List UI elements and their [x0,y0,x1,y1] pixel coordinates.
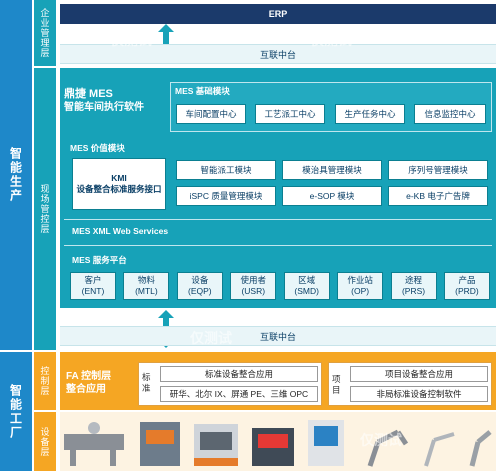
service-prd: 产品 (PRD) [443,272,490,300]
hub-top-bar: 互联中台 [60,44,496,64]
fa-standard-vendors: 研华、北尔 IX、屏通 PE、三维 OPC [160,386,318,402]
service-smd: 区域 (SMD) [283,272,330,300]
xml-services-title: MES XML Web Services [72,226,169,236]
robot-arm-icon [367,429,409,467]
kmi-box: KMI 设备整合标准服务接口 [72,158,166,210]
value-module-5: e-KB 电子广告牌 [388,186,488,206]
fa-standard-app: 标准设备整合应用 [160,366,318,382]
service-usr-name: 使用者 [240,275,267,285]
saw-machine-icon [252,428,294,466]
smart-factory-label: 智能工厂 [0,352,32,471]
fa-standard-label: 标准 [142,372,151,393]
base-module-1: 工艺派工中心 [255,104,325,124]
welding-robot-icon [424,432,455,467]
service-usr-code: (USR) [241,286,266,296]
service-op-name: 作业站 [347,275,373,285]
hub-top-label: 互联中台 [259,49,296,60]
enterprise-layer-label: 企业管理层 [34,0,56,66]
press-machine-icon [140,422,180,466]
fa-project-software: 非局标准设备控制软件 [350,386,488,402]
service-mtl: 物料 (MTL) [123,272,170,300]
xml-services-divider [64,219,492,220]
service-ent-name: 客户 [84,275,102,285]
service-eqp: 设备 (EQP) [176,272,223,300]
service-eqp-name: 设备 [191,275,209,285]
service-mtl-code: (MTL) [135,286,158,296]
base-module-0: 车间配置中心 [176,104,246,124]
service-prs: 途程 (PRS) [390,272,437,300]
smart-production-label: 智能生产 [0,0,32,350]
mes-brand: 鼎捷 MES 智能车间执行软件 [64,88,168,128]
service-prs-name: 途程 [405,275,423,285]
fa-title: FA 控制层 整合应用 [66,370,111,396]
conveyor-machine-icon [64,422,124,466]
service-eqp-code: (EQP) [188,286,212,296]
service-divider [64,245,492,246]
fa-title-line-1: FA 控制层 [66,371,112,382]
hub-bottom-label: 互联中台 [259,331,296,342]
value-module-4: e-SOP 模块 [282,186,382,206]
equipment-illustrations [64,420,492,467]
fa-project-app: 项目设备整合应用 [350,366,488,382]
erp-bar: ERP [60,4,496,24]
hub-bottom-bar: 互联中台 [60,326,496,346]
service-row: 客户 (ENT) 物料 (MTL) 设备 (EQP) 使用者 (USR) 区域 … [70,272,490,302]
value-module-1: 模治具管理模块 [282,160,382,180]
fa-project-label: 项目 [332,374,341,395]
fa-title-line-2: 整合应用 [66,384,106,395]
kmi-line-2: 设备整合标准服务接口 [76,184,162,194]
service-usr: 使用者 (USR) [230,272,277,300]
base-module-2: 生产任务中心 [335,104,405,124]
kmi-line-1: KMI [111,173,127,183]
shop-control-layer-label: 现场管控层 [34,68,56,350]
cabinet-machine-icon [308,420,344,466]
base-module-3: 信息监控中心 [414,104,486,124]
value-module-3: iSPC 质量管理模块 [176,186,276,206]
brand-line-1: 鼎捷 MES [64,88,113,100]
control-layer-label: 控制层 [34,352,56,410]
value-module-2: 序列号管理模块 [388,160,488,180]
service-smd-name: 区域 [298,275,316,285]
service-platform-title: MES 服务平台 [72,255,127,265]
cnc-machine-icon [194,424,238,466]
service-op-code: (OP) [351,286,370,296]
brand-line-2: 智能车间执行软件 [64,102,144,113]
value-module-0: 智能派工模块 [176,160,276,180]
service-ent-code: (ENT) [81,286,105,296]
value-module-title: MES 价值模块 [70,143,125,153]
service-prs-code: (PRS) [401,286,426,296]
industrial-robot-icon [469,430,492,467]
service-prd-name: 产品 [458,275,476,285]
base-module-title: MES 基础模块 [175,86,230,96]
service-smd-code: (SMD) [294,286,319,296]
service-mtl-name: 物料 [137,275,155,285]
service-op: 作业站 (OP) [337,272,384,300]
equipment-layer-label: 设备层 [34,412,56,471]
service-ent: 客户 (ENT) [70,272,116,300]
service-prd-code: (PRD) [455,286,479,296]
